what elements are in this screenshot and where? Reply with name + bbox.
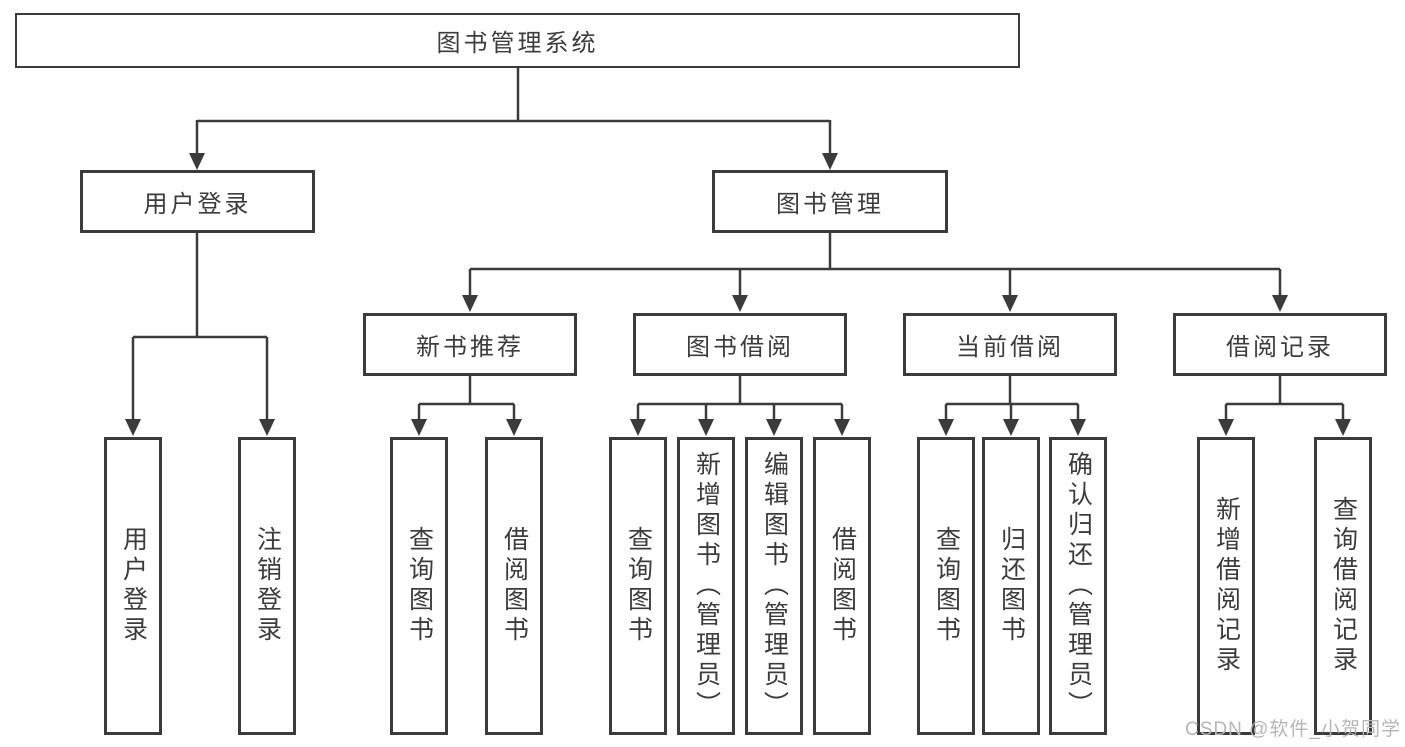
- leaf-query-books-borrow: 查询图书: [609, 437, 667, 735]
- arrowhead: [1002, 295, 1018, 312]
- node-current-borrow-label: 当前借阅: [956, 334, 1064, 361]
- leaf-borrow-books-recommend-label: 借阅图书: [500, 526, 529, 646]
- node-book-management: 图书管理: [712, 170, 948, 233]
- node-user-login: 用户登录: [80, 170, 315, 233]
- node-new-book-recommend-label: 新书推荐: [416, 334, 524, 361]
- node-new-book-recommend: 新书推荐: [363, 313, 577, 376]
- connector-path: [131, 68, 1345, 421]
- node-root-label: 图书管理系统: [436, 30, 599, 57]
- arrowhead: [125, 419, 141, 436]
- leaf-add-borrow-record: 新增借阅记录: [1197, 437, 1255, 735]
- node-user-login-label: 用户登录: [143, 191, 252, 218]
- leaf-return-book-label: 归还图书: [997, 526, 1026, 646]
- leaf-confirm-return-admin: 确认归还（管理员）: [1049, 437, 1107, 735]
- leaf-return-book: 归还图书: [982, 437, 1040, 735]
- leaf-edit-book-admin: 编辑图书（管理员）: [745, 437, 803, 735]
- arrowhead: [189, 153, 205, 170]
- node-current-borrow: 当前借阅: [903, 313, 1117, 376]
- arrowhead: [506, 419, 522, 436]
- arrowhead: [732, 295, 748, 312]
- leaf-borrow-books-borrow: 借阅图书: [813, 437, 871, 735]
- leaf-query-books-recommend-label: 查询图书: [405, 526, 434, 646]
- leaf-query-books-current: 查询图书: [917, 437, 975, 735]
- arrowhead: [1003, 419, 1019, 436]
- leaf-edit-book-admin-label: 编辑图书（管理员）: [760, 451, 789, 721]
- leaf-add-book-admin: 新增图书（管理员）: [677, 437, 735, 735]
- arrowhead: [259, 419, 275, 436]
- leaf-query-books-borrow-label: 查询图书: [624, 526, 653, 646]
- leaf-add-book-admin-label: 新增图书（管理员）: [692, 451, 721, 721]
- leaf-confirm-return-admin-label: 确认归还（管理员）: [1064, 451, 1093, 721]
- leaf-query-books-recommend: 查询图书: [390, 437, 448, 735]
- arrowhead: [630, 419, 646, 436]
- arrowhead: [1218, 419, 1234, 436]
- arrowhead: [462, 295, 478, 312]
- leaf-query-borrow-record: 查询借阅记录: [1314, 437, 1372, 735]
- arrowhead: [1272, 295, 1288, 312]
- leaf-add-borrow-record-label: 新增借阅记录: [1212, 496, 1241, 676]
- leaf-query-borrow-record-label: 查询借阅记录: [1329, 496, 1358, 676]
- node-root: 图书管理系统: [15, 13, 1020, 68]
- leaf-logout-label: 注销登录: [253, 526, 282, 646]
- arrowhead: [766, 419, 782, 436]
- leaf-borrow-books-borrow-label: 借阅图书: [828, 526, 857, 646]
- leaf-logout: 注销登录: [238, 437, 296, 735]
- leaf-user-login-label: 用户登录: [119, 526, 148, 646]
- leaf-query-books-current-label: 查询图书: [932, 526, 961, 646]
- csdn-watermark: CSDN @软件_小贺同学: [1185, 719, 1401, 740]
- arrowhead: [822, 153, 838, 170]
- arrowhead: [1070, 419, 1086, 436]
- node-borrow-records: 借阅记录: [1173, 313, 1387, 376]
- node-book-borrow: 图书借阅: [633, 313, 847, 376]
- arrowhead: [411, 419, 427, 436]
- node-book-borrow-label: 图书借阅: [686, 334, 794, 361]
- leaf-user-login: 用户登录: [104, 437, 162, 735]
- node-book-management-label: 图书管理: [776, 191, 884, 218]
- node-borrow-records-label: 借阅记录: [1226, 334, 1334, 361]
- arrowhead: [1335, 419, 1351, 436]
- arrowhead: [938, 419, 954, 436]
- arrowheads: [125, 153, 1351, 436]
- arrowhead: [834, 419, 850, 436]
- leaf-borrow-books-recommend: 借阅图书: [485, 437, 543, 735]
- arrowhead: [698, 419, 714, 436]
